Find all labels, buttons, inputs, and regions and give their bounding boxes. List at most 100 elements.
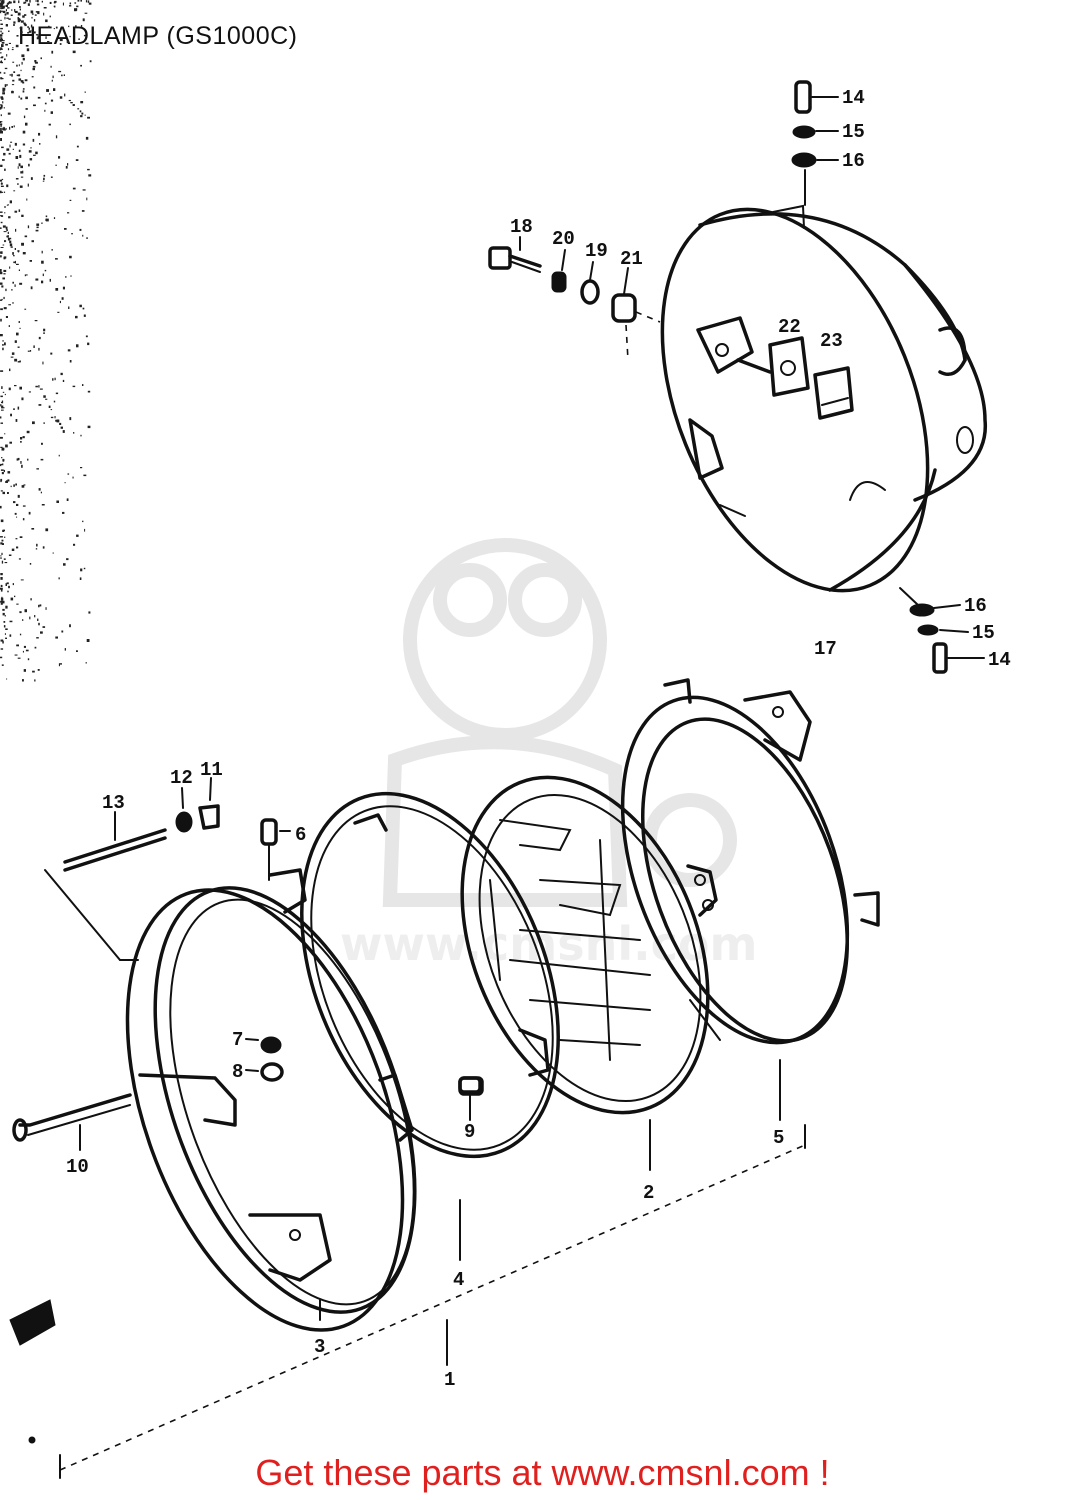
scan-noise-dot bbox=[12, 148, 14, 150]
scan-noise-dot bbox=[31, 16, 33, 19]
scan-noise-dot bbox=[43, 332, 45, 334]
scan-noise-dot bbox=[6, 678, 8, 680]
scan-noise-dot bbox=[29, 0, 31, 3]
scan-noise-dot bbox=[0, 34, 3, 37]
scan-noise-dot bbox=[0, 464, 2, 467]
callout-1: 1 bbox=[444, 1369, 455, 1391]
scan-noise-dot bbox=[41, 222, 43, 224]
scan-noise-dot bbox=[16, 503, 19, 506]
scan-noise-dot bbox=[23, 115, 26, 119]
scan-noise-dot bbox=[48, 123, 51, 126]
scan-noise-dot bbox=[9, 368, 11, 372]
scan-noise-dot bbox=[0, 71, 2, 74]
scan-noise-dot bbox=[35, 34, 39, 36]
scan-noise-dot bbox=[18, 64, 20, 67]
corner-mark bbox=[9, 1299, 56, 1444]
footer-link[interactable]: www.cmsnl.com bbox=[551, 1452, 810, 1493]
scan-noise-dot bbox=[23, 1, 25, 4]
scan-noise-dot bbox=[6, 148, 10, 151]
scan-noise-dot bbox=[35, 11, 38, 13]
hardware-18-19-20-21[interactable] bbox=[488, 236, 661, 361]
scan-noise-dot bbox=[28, 511, 31, 515]
scan-noise-dot bbox=[16, 35, 19, 37]
scan-noise-dot bbox=[0, 555, 2, 557]
scan-noise-dot bbox=[18, 78, 22, 81]
scan-noise-dot bbox=[13, 261, 16, 264]
part-3-outer-rim[interactable] bbox=[74, 853, 467, 1367]
callout-2: 2 bbox=[643, 1182, 654, 1204]
scan-noise-dot bbox=[20, 437, 23, 440]
scan-noise-dot bbox=[67, 349, 71, 352]
scan-noise-dot bbox=[40, 458, 44, 461]
part-17-housing[interactable] bbox=[611, 170, 988, 629]
scan-noise-dot bbox=[87, 0, 90, 3]
scan-noise-dot bbox=[5, 288, 7, 292]
scan-noise-dot bbox=[1, 42, 5, 44]
scan-noise-dot bbox=[64, 93, 66, 97]
hardware-bottom-14-15-16[interactable] bbox=[899, 587, 985, 674]
scan-noise-dot bbox=[22, 619, 24, 621]
scan-noise-dot bbox=[0, 584, 3, 587]
scan-noise-dot bbox=[45, 398, 48, 400]
scan-noise-dot bbox=[29, 616, 31, 620]
scan-noise-dot bbox=[1, 457, 3, 459]
scan-noise-dot bbox=[27, 350, 30, 352]
scan-noise-dot bbox=[55, 636, 58, 639]
scan-noise-dot bbox=[30, 147, 32, 149]
scan-noise-dot bbox=[25, 96, 28, 100]
scan-noise-dot bbox=[22, 170, 24, 174]
hardware-top-14-15-16[interactable] bbox=[791, 80, 839, 206]
scan-noise-dot bbox=[55, 288, 59, 291]
scan-noise-dot bbox=[7, 238, 10, 241]
scan-noise-dot bbox=[0, 334, 3, 337]
scan-noise-dot bbox=[77, 108, 80, 110]
scan-noise-dot bbox=[36, 637, 39, 639]
scan-noise-dot bbox=[2, 244, 5, 246]
scan-noise-dot bbox=[16, 546, 19, 549]
scan-noise-dot bbox=[17, 250, 20, 253]
callout-4: 4 bbox=[453, 1269, 464, 1291]
scan-noise-dot bbox=[82, 189, 86, 191]
scan-noise-dot bbox=[19, 386, 22, 390]
scan-noise-dot bbox=[2, 127, 6, 131]
scan-noise-dot bbox=[87, 116, 90, 119]
scan-noise-dot bbox=[61, 297, 64, 300]
scan-noise-dot bbox=[85, 662, 87, 664]
scan-noise-dot bbox=[13, 71, 16, 73]
scan-noise-dot bbox=[13, 501, 16, 504]
scan-noise-dot bbox=[80, 115, 83, 118]
scan-noise-dot bbox=[1, 400, 4, 404]
scan-noise-dot bbox=[61, 630, 64, 633]
scan-noise-dot bbox=[54, 416, 56, 419]
scan-noise-dot bbox=[4, 615, 6, 617]
callout-22: 22 bbox=[778, 316, 801, 338]
assembly-bracket-1 bbox=[59, 1059, 806, 1479]
scan-noise-dot bbox=[24, 14, 27, 16]
scan-noise-dot bbox=[30, 177, 33, 180]
scan-noise-dot bbox=[34, 615, 36, 618]
scan-noise-dot bbox=[0, 577, 3, 580]
scan-noise-dot bbox=[3, 469, 5, 473]
callout-5: 5 bbox=[773, 1127, 784, 1149]
scan-noise-dot bbox=[38, 404, 42, 406]
part-5-mounting-ring[interactable] bbox=[579, 667, 890, 1074]
scan-noise-dot bbox=[69, 5, 72, 7]
scan-noise-dot bbox=[0, 255, 2, 258]
callout-15-bottom: 15 bbox=[972, 622, 995, 644]
scan-noise-dot bbox=[36, 226, 39, 229]
scan-noise-dot bbox=[7, 112, 11, 115]
scan-noise-dot bbox=[15, 156, 19, 159]
scan-noise-dot bbox=[26, 274, 28, 276]
scan-noise-dot bbox=[13, 255, 15, 257]
scan-noise-dot bbox=[14, 654, 18, 656]
scan-noise-dot bbox=[72, 50, 76, 54]
scan-noise-dot bbox=[38, 604, 40, 608]
scan-noise-dot bbox=[68, 25, 70, 28]
scan-noise-dot bbox=[0, 587, 3, 590]
scan-noise-dot bbox=[13, 190, 16, 192]
hardware-screws-small[interactable] bbox=[12, 777, 482, 1151]
part-4-retaining-ring[interactable] bbox=[252, 756, 608, 1194]
part-2-sealed-beam[interactable] bbox=[416, 741, 755, 1149]
scan-noise-dot bbox=[3, 152, 6, 156]
scan-noise-dot bbox=[56, 419, 60, 423]
